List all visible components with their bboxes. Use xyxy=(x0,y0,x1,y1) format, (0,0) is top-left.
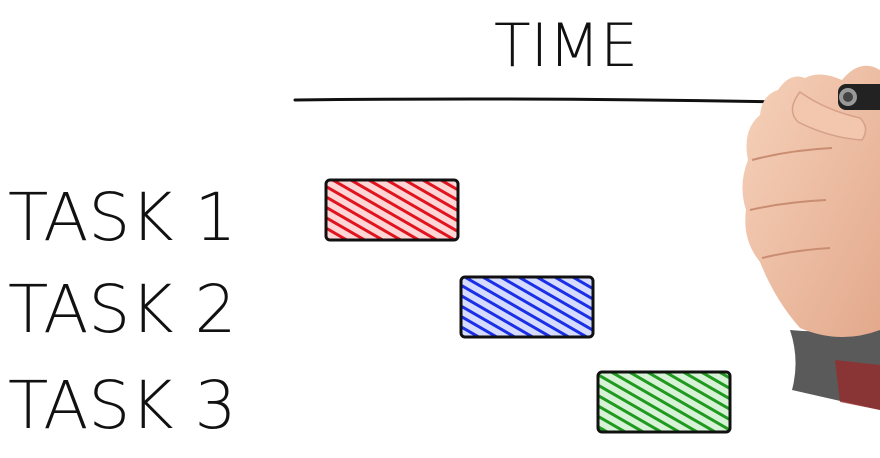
hand-holding-marker-icon xyxy=(742,65,880,410)
task-bar-2 xyxy=(459,275,595,339)
task-label-3: TASK 3 xyxy=(8,367,237,444)
task-bar-3 xyxy=(596,370,732,434)
axis-label-time: TIME xyxy=(494,11,638,81)
task-label-1: TASK 1 xyxy=(8,179,237,256)
task-bar-1 xyxy=(324,178,460,242)
task-label-2: TASK 2 xyxy=(8,271,237,348)
